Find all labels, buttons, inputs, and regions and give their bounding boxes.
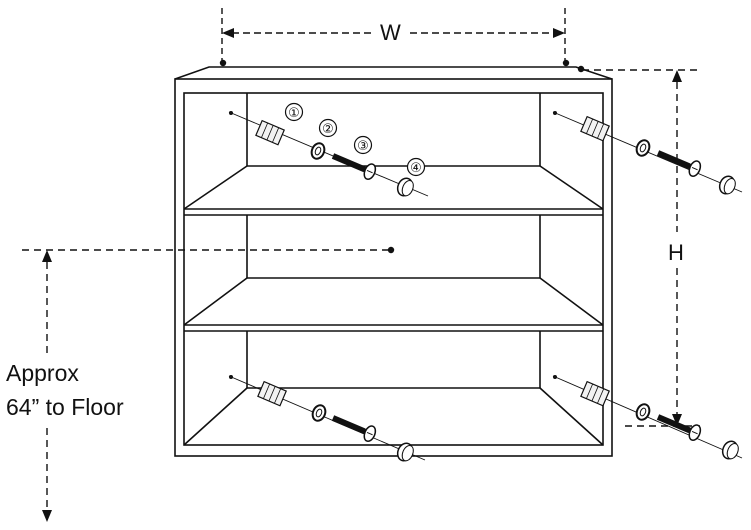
height-dimension [577,65,700,427]
washer-icon [633,401,653,423]
callout-4: ④ [410,161,422,176]
hardware-set-bottom-right [552,375,743,463]
screw-cap-icon [716,173,739,198]
height-label: H [668,240,684,265]
washer-icon [633,137,653,159]
callout-4-ring [406,157,426,177]
callout-3-ring [353,135,373,155]
cabinet-top-edge [174,66,613,80]
screw-icon [654,144,704,179]
cabinet-opening [183,92,604,446]
floor-distance-label-line2: 64” to Floor [6,394,124,420]
callout-1: ① [288,106,300,121]
hardware-set-top-right [552,111,743,198]
cabinet-frame [174,78,613,457]
callout-2: ② [322,122,334,137]
callout-1-ring [284,102,304,122]
callout-2-ring [318,118,338,138]
floor-distance-label-line1: Approx [6,360,79,386]
callout-3: ③ [357,139,369,154]
part-callouts: ① ② ③ ④ [284,102,426,177]
width-label: W [380,20,401,45]
cabinet [174,66,613,457]
hardware-set-top-left [228,111,429,200]
hardware-set-bottom-left [228,375,426,465]
floor-height-dimension [22,246,395,522]
width-dimension [219,8,570,67]
screw-cap-icon [719,438,742,463]
